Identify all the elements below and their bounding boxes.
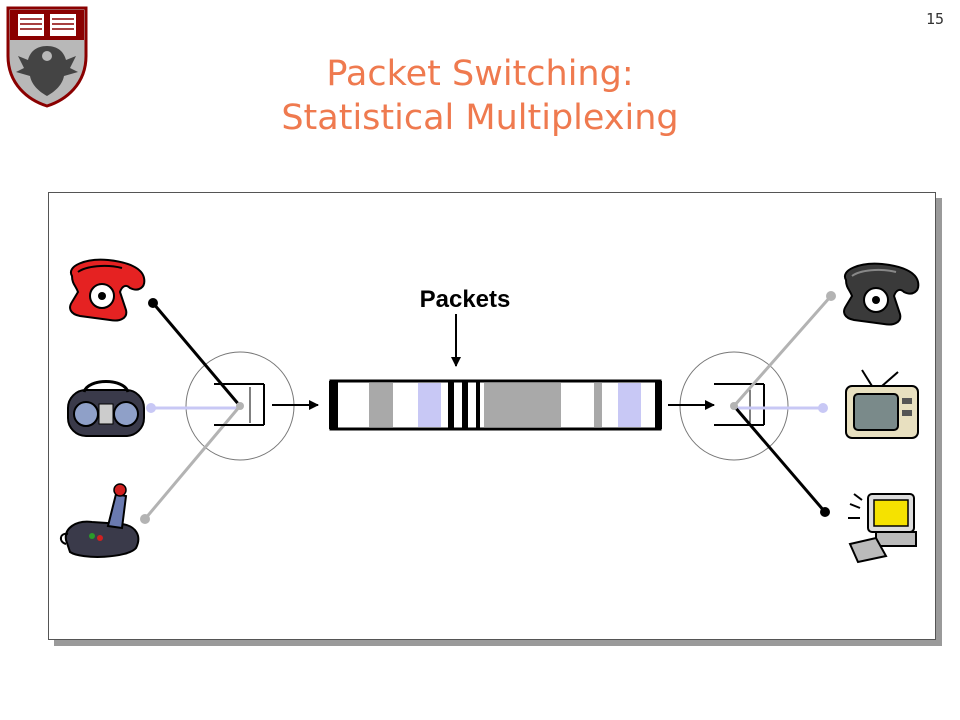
link-demux-to-telephone — [732, 295, 833, 407]
link-endpoint — [148, 298, 158, 308]
link-demux-to-computer — [732, 405, 827, 513]
packets-label: Packets — [420, 286, 511, 313]
link-endpoint — [146, 403, 156, 413]
joystick-icon — [60, 483, 140, 558]
link-endpoint — [820, 507, 830, 517]
red-telephone-icon — [69, 258, 146, 322]
mux-junction — [236, 402, 244, 410]
packet-black — [476, 381, 480, 429]
right-queue-buffer — [714, 383, 765, 426]
slide-title: Packet Switching: Statistical Multiplexi… — [0, 52, 960, 140]
television-icon — [845, 369, 919, 439]
radio-icon — [67, 380, 145, 437]
packet-black — [655, 381, 662, 429]
packet-gray — [594, 383, 602, 427]
computer-icon — [848, 493, 917, 564]
packet-lavender — [618, 383, 641, 427]
university-crest-logo — [6, 6, 88, 108]
packet-black — [448, 381, 454, 429]
packet-gray — [369, 383, 393, 427]
packet-black — [462, 381, 468, 429]
packet-gray — [484, 383, 561, 427]
link-telephone-to-mux — [151, 302, 242, 407]
shared-link-pipe — [329, 379, 662, 431]
slide-number: 15 — [925, 10, 944, 28]
packet-lavender — [418, 383, 441, 427]
left-queue-buffer — [214, 383, 265, 426]
demux-junction — [730, 402, 738, 410]
link-endpoint — [826, 291, 836, 301]
packet-black — [329, 381, 338, 429]
title-line-2: Statistical Multiplexing — [281, 98, 679, 138]
link-endpoint — [140, 514, 150, 524]
black-telephone-icon — [843, 262, 920, 326]
link-endpoint — [818, 403, 828, 413]
title-line-1: Packet Switching: — [326, 54, 634, 94]
